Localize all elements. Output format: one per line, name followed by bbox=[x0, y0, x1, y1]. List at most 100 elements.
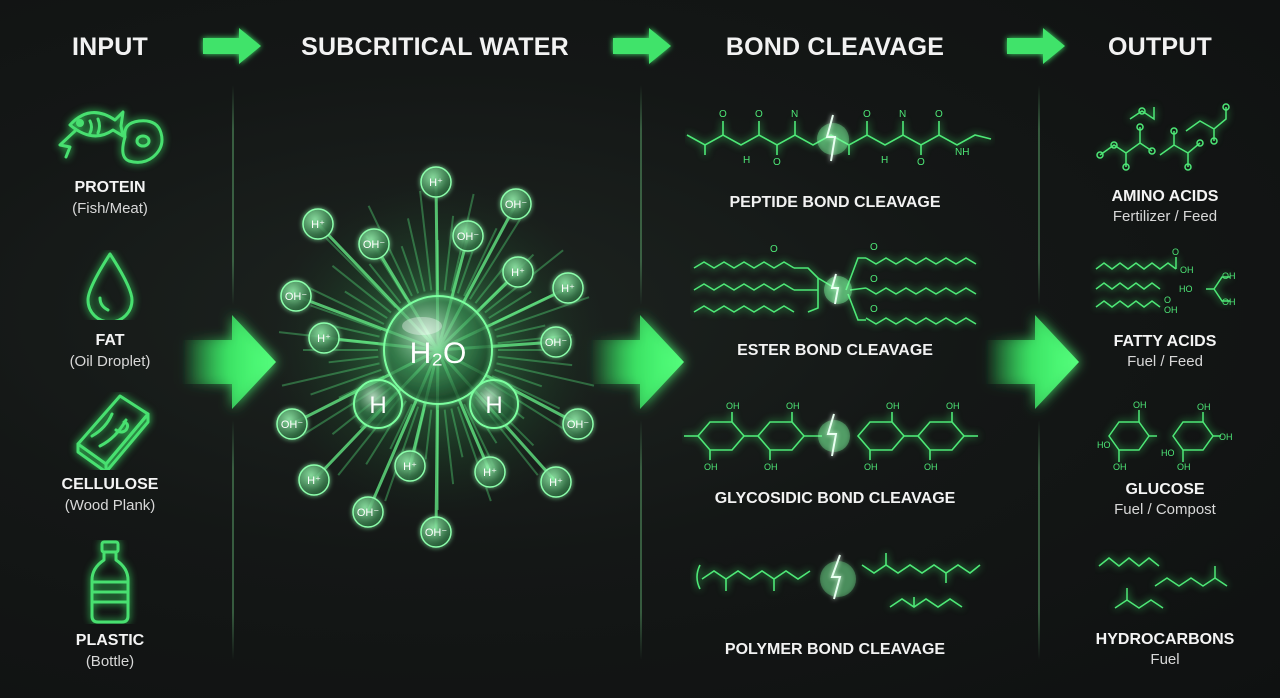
svg-text:H: H bbox=[881, 155, 888, 166]
ion-label: OH⁻ bbox=[285, 291, 308, 303]
hydrogen-atom-left bbox=[353, 379, 403, 429]
svg-text:OH: OH bbox=[704, 462, 718, 472]
spark-icon bbox=[820, 554, 856, 600]
energy-ray bbox=[310, 304, 382, 332]
hydrogen-label: H bbox=[485, 392, 502, 419]
svg-text:O: O bbox=[755, 109, 763, 120]
fish-meat-icon bbox=[58, 110, 164, 164]
hydrogen-ion: H⁺ bbox=[474, 456, 506, 488]
output-title: HYDROCARBONS bbox=[1095, 631, 1235, 648]
spark-icon bbox=[817, 114, 849, 162]
glycosidic-structure: OH OH OH OH OH OH OH OH bbox=[684, 401, 978, 472]
energy-ray bbox=[488, 290, 532, 319]
energy-ray bbox=[324, 236, 397, 309]
energy-ray bbox=[463, 227, 498, 297]
svg-text:O: O bbox=[870, 274, 878, 285]
arrow-icon bbox=[182, 315, 276, 409]
ion-label: H⁺ bbox=[429, 177, 443, 189]
ester-structure: O O O O bbox=[693, 242, 977, 325]
output-title: AMINO ACIDS bbox=[1111, 188, 1219, 205]
hydroxide-ion: OH⁻ bbox=[500, 188, 532, 220]
oil-droplet-icon bbox=[86, 252, 134, 320]
arrow-icon bbox=[613, 28, 671, 64]
energy-ray bbox=[331, 265, 392, 314]
energy-ray bbox=[328, 355, 379, 364]
energy-ray bbox=[496, 324, 546, 338]
energy-ray bbox=[450, 408, 464, 458]
input-item-fat: FAT (Oil Droplet) bbox=[30, 250, 190, 370]
svg-text:OH: OH bbox=[1164, 305, 1178, 315]
arrow-icon bbox=[985, 315, 1079, 409]
spark-icon bbox=[818, 413, 850, 457]
svg-text:HO: HO bbox=[1179, 284, 1193, 294]
svg-text:O: O bbox=[773, 157, 781, 168]
cleavage-label: POLYMER BOND CLEAVAGE bbox=[724, 641, 946, 658]
energy-ray bbox=[419, 190, 433, 291]
energy-ray bbox=[497, 355, 573, 367]
hydrogen-label: H bbox=[369, 392, 386, 419]
svg-text:OH: OH bbox=[726, 401, 740, 411]
input-subtitle: (Wood Plank) bbox=[64, 497, 156, 514]
separator-line bbox=[640, 85, 642, 305]
energy-ray bbox=[281, 362, 380, 387]
hydrogen-ion: H⁺ bbox=[502, 256, 534, 288]
amino-acids-structure bbox=[1096, 103, 1230, 171]
hydroxide-ion: OH⁻ bbox=[540, 326, 572, 358]
water-molecule-sphere bbox=[383, 295, 493, 405]
ion-label: H⁺ bbox=[483, 467, 497, 479]
header-input: INPUT bbox=[72, 33, 148, 61]
hydroxide-ion: OH⁻ bbox=[420, 516, 452, 548]
energy-ray bbox=[368, 263, 402, 304]
separator-line bbox=[640, 420, 642, 660]
ion-label: H⁺ bbox=[403, 461, 417, 473]
svg-text:N: N bbox=[791, 109, 798, 120]
hydrogen-ion: H⁺ bbox=[298, 464, 330, 496]
svg-text:O: O bbox=[1164, 295, 1171, 305]
svg-text:OH: OH bbox=[1133, 400, 1147, 410]
output-subtitle: Fuel bbox=[1150, 651, 1180, 668]
svg-text:OH: OH bbox=[1219, 432, 1233, 442]
ion-group: H⁺OH⁻H⁺OH⁻OH⁻H⁺H⁺OH⁻OH⁻H⁺OH⁻OH⁻H⁺H⁺H⁺H⁺O… bbox=[276, 166, 594, 548]
hydroxide-ion: OH⁻ bbox=[562, 408, 594, 440]
output-title: GLUCOSE bbox=[1125, 481, 1205, 498]
svg-text:O: O bbox=[935, 109, 943, 120]
energy-ray bbox=[494, 368, 543, 388]
svg-text:H: H bbox=[743, 155, 750, 166]
svg-text:OH: OH bbox=[764, 462, 778, 472]
energy-ray bbox=[406, 218, 426, 292]
ion-label: OH⁻ bbox=[425, 527, 448, 539]
hydroxide-ion: OH⁻ bbox=[352, 496, 384, 528]
energy-ray bbox=[344, 290, 388, 319]
svg-text:O: O bbox=[770, 244, 778, 255]
ion-label: H⁺ bbox=[549, 477, 563, 489]
energy-ray bbox=[400, 245, 420, 294]
arrow-icon bbox=[203, 28, 261, 64]
ion-label: OH⁻ bbox=[505, 199, 528, 211]
cleavage-label: GLYCOSIDIC BOND CLEAVAGE bbox=[714, 490, 956, 507]
svg-text:OH: OH bbox=[1180, 265, 1194, 275]
svg-text:OH: OH bbox=[864, 462, 878, 472]
svg-text:OH: OH bbox=[1197, 402, 1211, 412]
ion-label: H⁺ bbox=[317, 333, 331, 345]
energy-ray bbox=[474, 263, 508, 304]
arrow-icon bbox=[1007, 28, 1065, 64]
hydrogen-ion: H⁺ bbox=[302, 208, 334, 240]
energy-ray bbox=[310, 368, 382, 396]
separator-line bbox=[232, 85, 234, 305]
hydrogen-ion: H⁺ bbox=[394, 450, 426, 482]
svg-text:OH: OH bbox=[1222, 297, 1236, 307]
input-title: CELLULOSE bbox=[61, 476, 159, 493]
cleavage-label: PEPTIDE BOND CLEAVAGE bbox=[729, 194, 941, 211]
svg-text:HO: HO bbox=[1161, 448, 1175, 458]
output-title: FATTY ACIDS bbox=[1113, 333, 1217, 350]
arrow-icon bbox=[590, 315, 684, 409]
svg-text:N: N bbox=[899, 109, 906, 120]
energy-ray bbox=[443, 215, 455, 291]
svg-text:HO: HO bbox=[1097, 440, 1111, 450]
svg-text:OH: OH bbox=[946, 401, 960, 411]
separator-line bbox=[232, 420, 234, 660]
cleavage-label: ESTER BOND CLEAVAGE bbox=[737, 342, 933, 359]
hydrogen-ion: H⁺ bbox=[420, 166, 452, 198]
svg-text:OH: OH bbox=[1222, 271, 1236, 281]
flow-arrows bbox=[182, 315, 1079, 409]
